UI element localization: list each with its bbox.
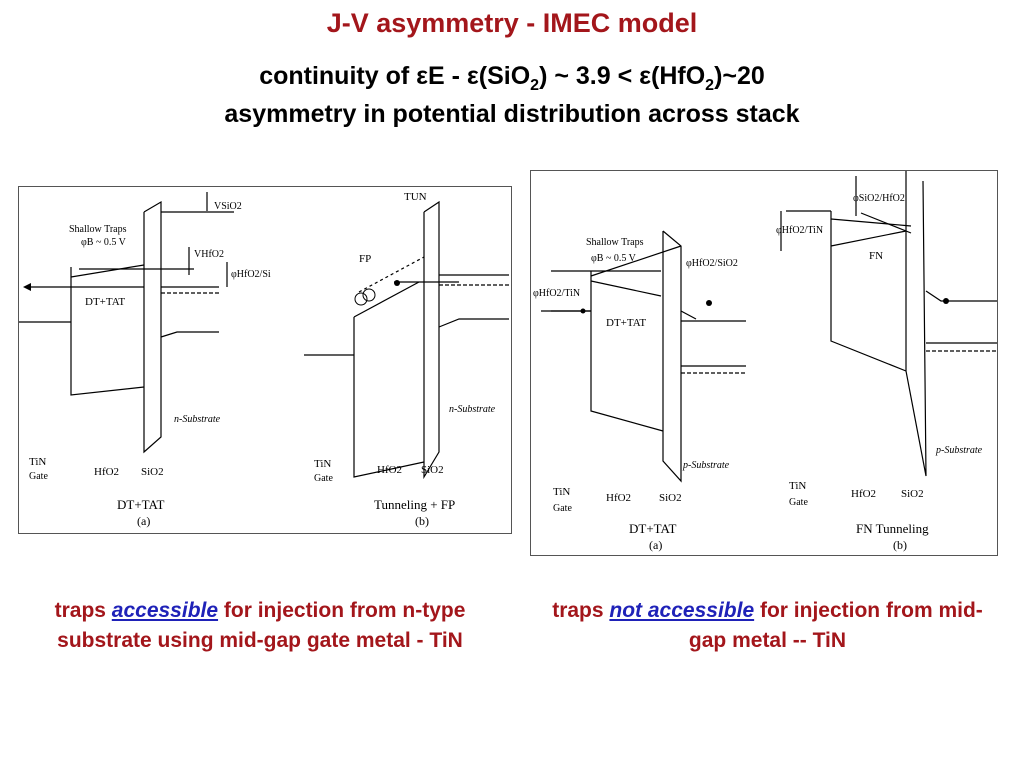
v-sio2-label: VSiO2 [214, 201, 242, 212]
phi-hfo2-tin-label-ra: φHfO2/TiN [533, 288, 580, 299]
v-hfo2-label: VHfO2 [194, 249, 224, 260]
subtitle-line-2: asymmetry in potential distribution acro… [224, 100, 800, 128]
right-band-diagram: Shallow Traps φB ~ 0.5 V φHfO2/SiO2 φHfO… [530, 170, 998, 556]
subtitle-line-1: continuity of εE - ε(SiO2) ~ 3.9 < ε(HfO… [259, 62, 765, 94]
shallow-traps-label-a: Shallow Traps [69, 224, 127, 235]
fn-label: FN [869, 250, 883, 262]
hfo2-label-ra: HfO2 [606, 492, 631, 504]
label-a-left: (a) [137, 514, 150, 528]
tun-label: TUN [404, 191, 427, 203]
not-accessible-highlight: not accessible [609, 599, 755, 622]
n-substrate-label-b: n-Substrate [449, 404, 496, 415]
gate-label-rb: Gate [789, 497, 808, 508]
left-band-svg: Shallow Traps φB ~ 0.5 V VSiO2 VHfO2 φHf… [19, 191, 509, 528]
shallow-traps-label-ra: Shallow Traps [586, 237, 644, 248]
right-caption: traps not accessible for injection from … [552, 599, 983, 652]
n-substrate-label-a: n-Substrate [174, 414, 221, 425]
phi-hfo2-si-label: φHfO2/Si [231, 269, 271, 280]
fp-label: FP [359, 253, 371, 265]
sio2-label-a: SiO2 [141, 466, 164, 478]
sio2-label-ra: SiO2 [659, 492, 682, 504]
tin-label-rb: TiN [789, 480, 806, 492]
right-band-svg: Shallow Traps φB ~ 0.5 V φHfO2/SiO2 φHfO… [533, 171, 997, 552]
gate-label-a: Gate [29, 471, 48, 482]
sio2-label-b: SiO2 [421, 464, 444, 476]
gate-label-b: Gate [314, 473, 333, 484]
phi-hfo2-tin-label-rb: φHfO2/TiN [776, 225, 823, 236]
caption-b-left: Tunneling + FP [374, 497, 455, 512]
phi-sio2-hfo2-label: φSiO2/HfO2 [853, 193, 905, 204]
tin-label-ra: TiN [553, 486, 570, 498]
label-b-right: (b) [893, 538, 907, 552]
tin-label-a: TiN [29, 456, 46, 468]
caption-a-left: DT+TAT [117, 497, 165, 512]
caption-b-right: FN Tunneling [856, 521, 929, 536]
caption-a-right: DT+TAT [629, 521, 677, 536]
hfo2-label-rb: HfO2 [851, 488, 876, 500]
hfo2-label-a: HfO2 [94, 466, 119, 478]
phi-b-label-ra: φB ~ 0.5 V [591, 253, 637, 264]
dt-tat-label-ra: DT+TAT [606, 317, 646, 329]
gate-label-ra: Gate [553, 503, 572, 514]
sio2-label-rb: SiO2 [901, 488, 924, 500]
left-band-diagram: Shallow Traps φB ~ 0.5 V VSiO2 VHfO2 φHf… [18, 186, 512, 534]
label-b-left: (b) [415, 514, 429, 528]
label-a-right: (a) [649, 538, 662, 552]
p-substrate-label-ra: p-Substrate [682, 460, 730, 471]
hfo2-label-b: HfO2 [377, 464, 402, 476]
left-caption: traps accessible for injection from n-ty… [54, 599, 466, 652]
slide-title: J-V asymmetry - IMEC model [326, 8, 698, 38]
dt-tat-label-a: DT+TAT [85, 296, 125, 308]
phi-hfo2-sio2-label: φHfO2/SiO2 [686, 258, 738, 269]
tin-label-b: TiN [314, 458, 331, 470]
phi-b-label-a: φB ~ 0.5 V [81, 237, 127, 248]
p-substrate-label-rb: p-Substrate [935, 445, 983, 456]
accessible-highlight: accessible [111, 599, 219, 622]
